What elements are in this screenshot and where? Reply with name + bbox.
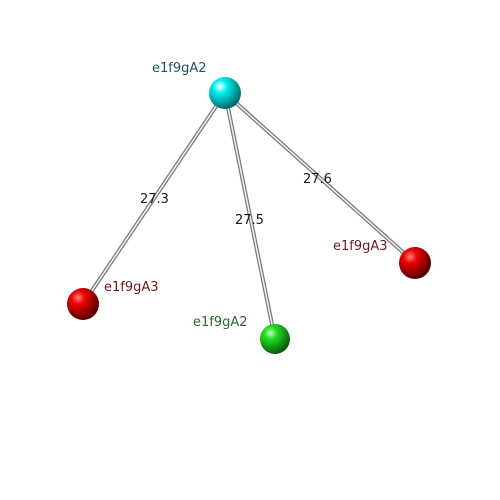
edge-label-n0-n3: 27.6	[303, 172, 332, 187]
edge-n0-n2	[223, 91, 277, 341]
edge-n0-n3	[223, 91, 417, 265]
edge-label-n0-n2: 27.5	[235, 213, 264, 228]
node-n2[interactable]	[260, 324, 290, 354]
node-label-n1: e1f9gA3	[104, 280, 159, 295]
node-label-n2: e1f9gA2	[193, 315, 248, 330]
edge-n0-n1	[81, 91, 227, 306]
node-label-n3: e1f9gA3	[333, 239, 388, 254]
node-n3[interactable]	[399, 247, 431, 279]
edge-label-n0-n1: 27.3	[140, 192, 169, 207]
node-label-n0: e1f9gA2	[152, 61, 207, 76]
node-n1[interactable]	[67, 288, 99, 320]
node-n0[interactable]	[209, 77, 241, 109]
